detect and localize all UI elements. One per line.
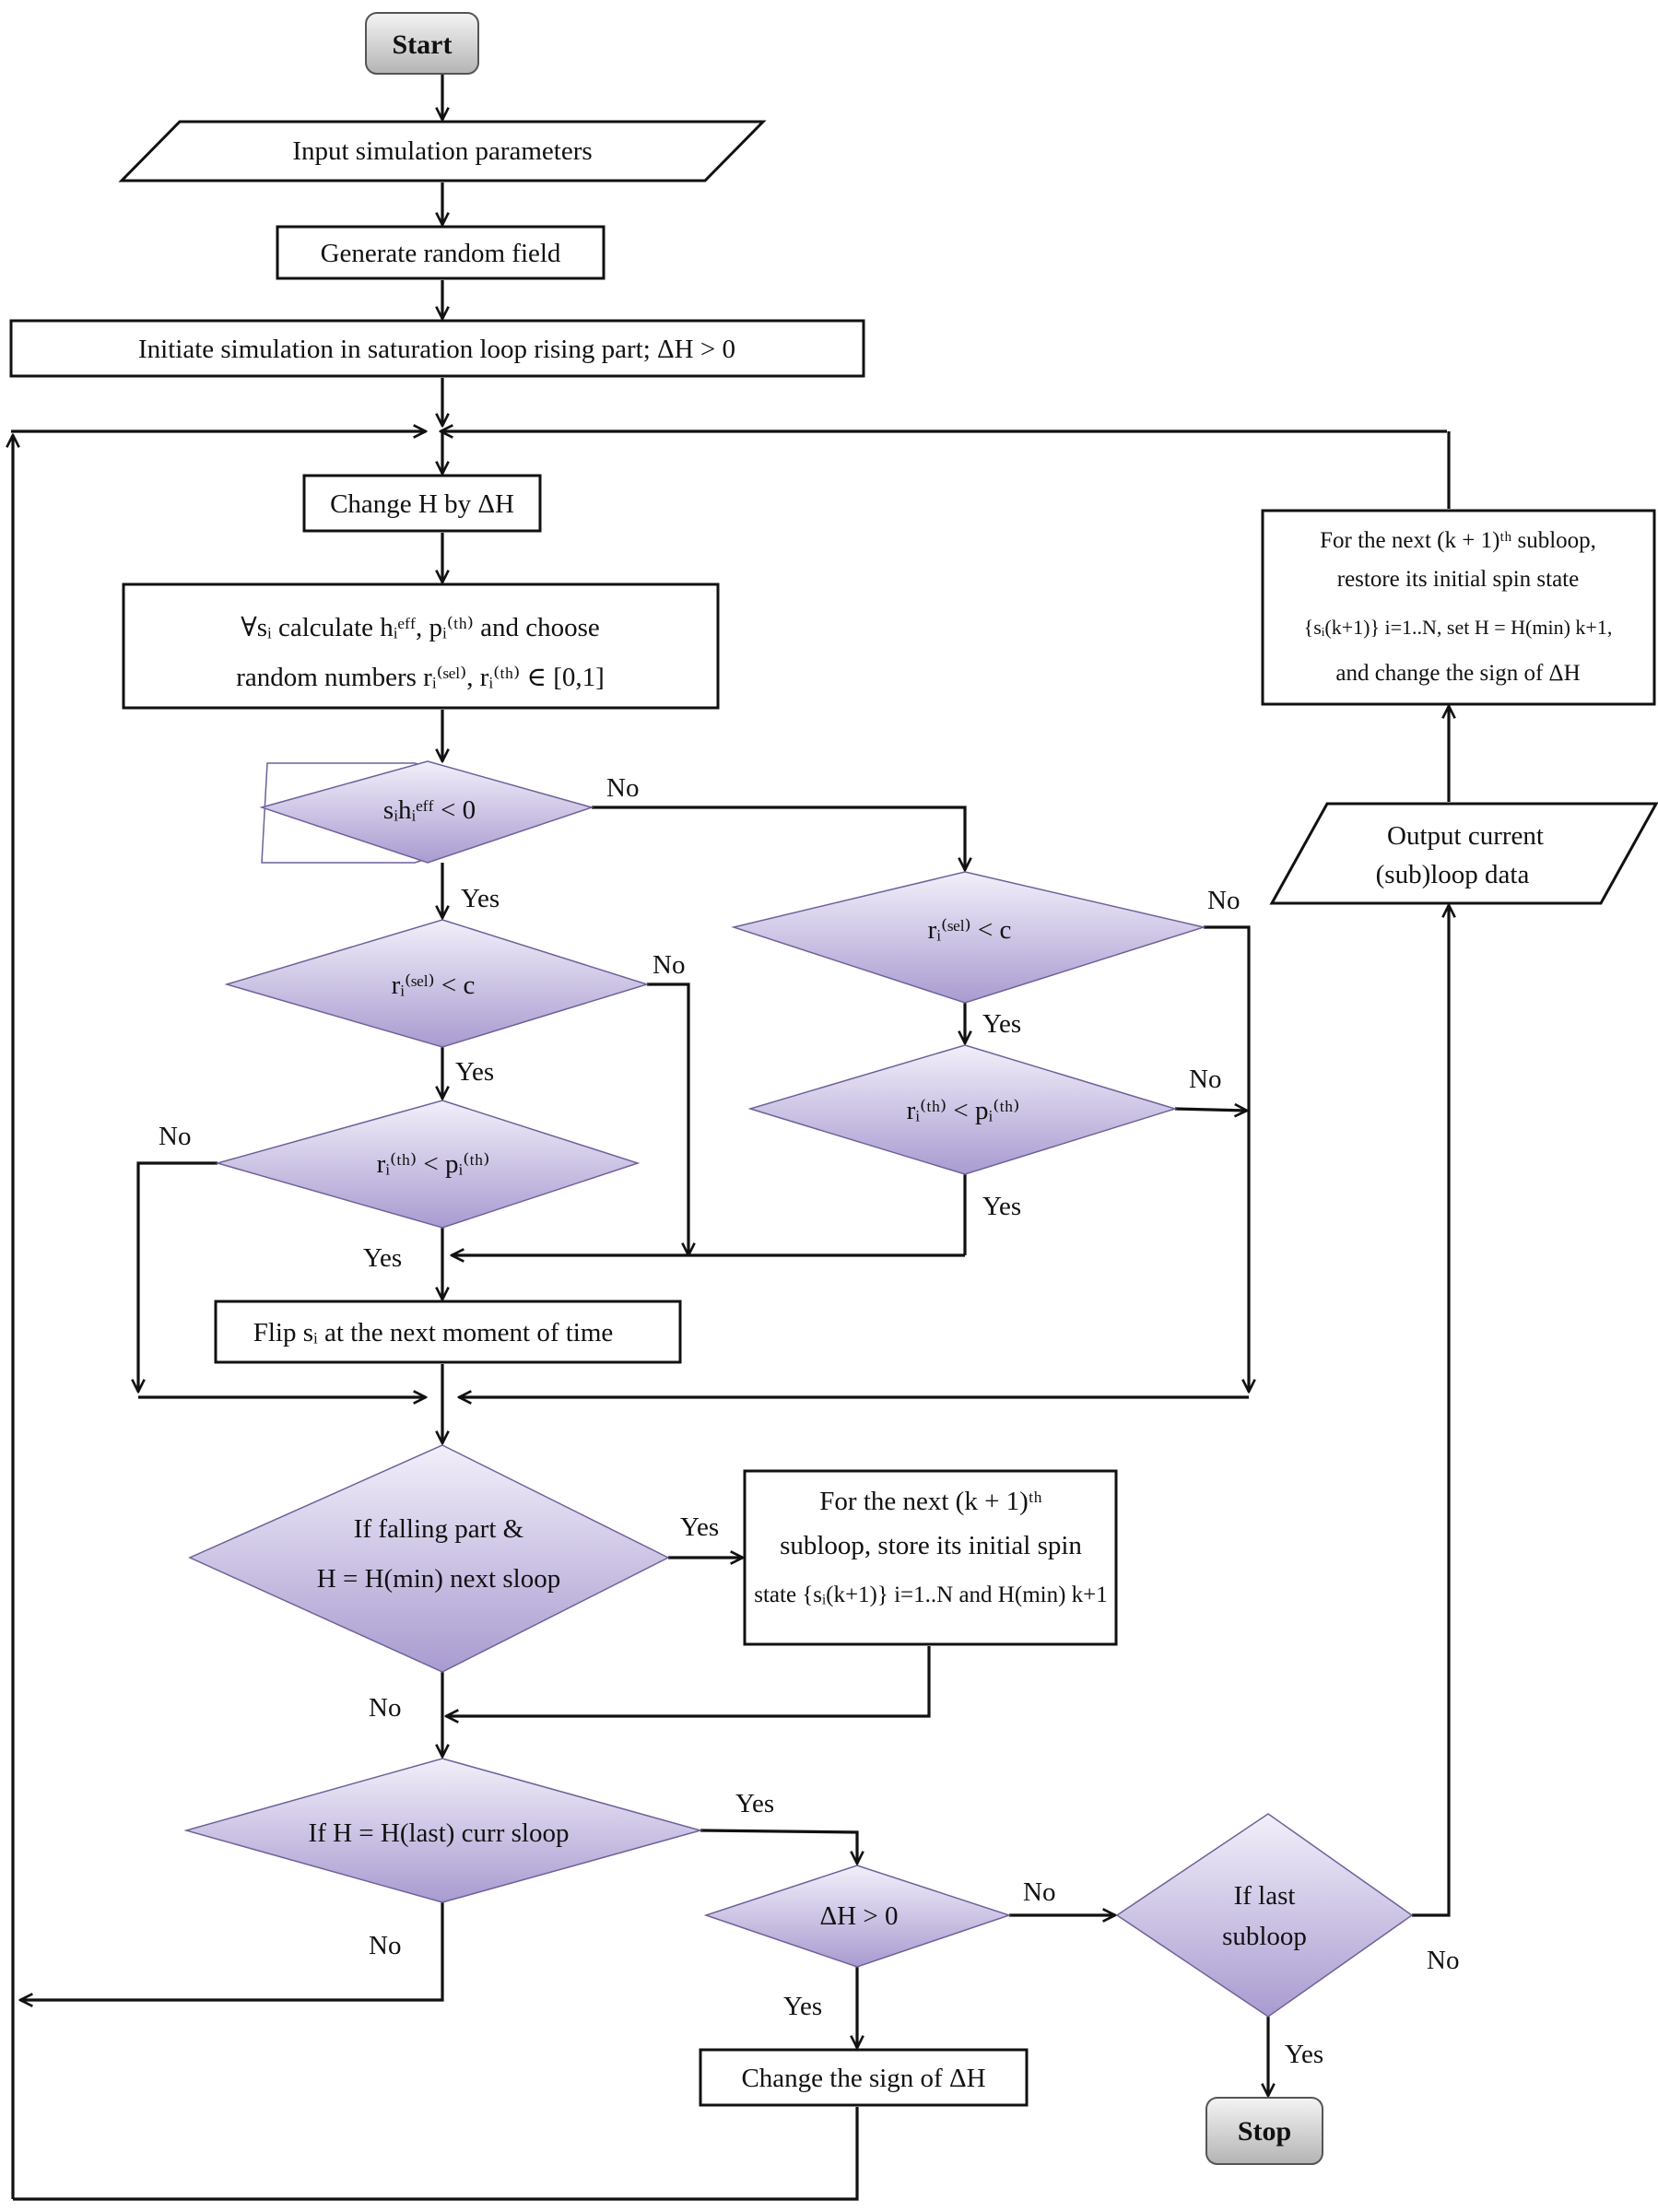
label-d9-yes: Yes bbox=[1285, 2040, 1323, 2069]
output-data-line-2: (sub)loop data bbox=[1376, 860, 1530, 889]
edges bbox=[11, 72, 1449, 2201]
flip-spin-label: Flip sᵢ at the next moment of time bbox=[253, 1318, 614, 1347]
decision-threshold-right-label: rᵢ⁽ᵗʰ⁾ < pᵢ⁽ᵗʰ⁾ bbox=[907, 1096, 1020, 1125]
change-sign-node: Change the sign of ΔH bbox=[699, 2048, 1029, 2107]
label-d6-yes: Yes bbox=[680, 1512, 719, 1542]
label-d3-yes: Yes bbox=[363, 1243, 402, 1273]
restore-state-line-1: For the next (k + 1)ᵗʰ subloop, bbox=[1320, 528, 1596, 553]
label-d1-yes: Yes bbox=[461, 884, 500, 913]
edge-labels: No Yes No Yes No Yes No Yes No Yes Yes N… bbox=[159, 773, 1459, 2069]
edge-d4-no-right bbox=[1204, 925, 1249, 1392]
label-d2-yes: Yes bbox=[455, 1057, 494, 1087]
decision-selection-left: rᵢ⁽ˢᵉˡ⁾ < c bbox=[224, 919, 650, 1048]
label-d6-no: No bbox=[369, 1693, 401, 1723]
decision-local-field-label: sᵢhᵢᵉᶠᶠ < 0 bbox=[383, 795, 476, 825]
label-d3-no: No bbox=[159, 1122, 191, 1151]
label-d4-no: No bbox=[1207, 886, 1240, 915]
edge-d3-no-left bbox=[138, 1161, 218, 1392]
decision-falling-part-line-2: H = H(min) next sloop bbox=[317, 1564, 560, 1594]
restore-state-line-4: and change the sign of ΔH bbox=[1335, 661, 1580, 686]
decision-last-subloop-line-2: subloop bbox=[1222, 1922, 1307, 1951]
input-parameters-label: Input simulation parameters bbox=[292, 136, 592, 166]
decision-selection-right-label: rᵢ⁽ˢᵉˡ⁾ < c bbox=[928, 915, 1012, 945]
label-d1-no: No bbox=[606, 773, 639, 803]
calculate-node: ∀sᵢ calculate hᵢᵉᶠᶠ, pᵢ⁽ᵗʰ⁾ and choose r… bbox=[122, 582, 720, 710]
decision-local-field: sᵢhᵢᵉᶠᶠ < 0 bbox=[259, 760, 594, 864]
decision-falling-part-line-1: If falling part & bbox=[354, 1514, 524, 1544]
label-d5-yes: Yes bbox=[982, 1192, 1021, 1221]
change-h-label: Change H by ΔH bbox=[330, 489, 514, 519]
decision-falling-part: If falling part & H = H(min) next sloop bbox=[188, 1444, 670, 1673]
decision-last-field-label: If H = H(last) curr sloop bbox=[309, 1818, 570, 1848]
output-data-line-1: Output current bbox=[1387, 821, 1544, 851]
decision-last-field: If H = H(last) curr sloop bbox=[183, 1758, 703, 1903]
store-state-node: For the next (k + 1)ᵗʰ subloop, store it… bbox=[743, 1469, 1118, 1646]
edge-d7-no-left bbox=[20, 1902, 444, 2000]
generate-field-node: Generate random field bbox=[276, 225, 606, 280]
initiate-simulation-node: Initiate simulation in saturation loop r… bbox=[9, 319, 865, 378]
decision-threshold-right: rᵢ⁽ᵗʰ⁾ < pᵢ⁽ᵗʰ⁾ bbox=[747, 1044, 1178, 1175]
label-d7-yes: Yes bbox=[735, 1789, 774, 1818]
initiate-simulation-label: Initiate simulation in saturation loop r… bbox=[138, 335, 735, 364]
decision-selection-left-label: rᵢ⁽ˢᵉˡ⁾ < c bbox=[392, 971, 476, 1000]
edge-d5-no-right bbox=[1174, 1109, 1247, 1111]
label-d8-no: No bbox=[1023, 1877, 1055, 1907]
stop-terminal: Stop bbox=[1205, 2097, 1323, 2165]
restore-state-line-3: {sᵢ(k+1)} i=1..N, set H = H(min) k+1, bbox=[1304, 616, 1613, 639]
restore-state-line-2: restore its initial spin state bbox=[1337, 567, 1579, 592]
change-sign-label: Change the sign of ΔH bbox=[741, 2064, 985, 2093]
output-data-node: Output current (sub)loop data bbox=[1269, 802, 1658, 905]
decision-selection-right: rᵢ⁽ˢᵉˡ⁾ < c bbox=[731, 871, 1206, 1004]
decision-last-subloop: If last subloop bbox=[1115, 1813, 1414, 2018]
store-state-line-1: For the next (k + 1)ᵗʰ bbox=[819, 1487, 1041, 1516]
start-terminal: Start bbox=[365, 12, 479, 75]
edge-sign-bottom bbox=[13, 2107, 859, 2201]
start-label: Start bbox=[393, 29, 453, 60]
decision-delta-positive-label: ΔH > 0 bbox=[820, 1901, 899, 1931]
label-d5-no: No bbox=[1189, 1065, 1221, 1094]
label-d9-no: No bbox=[1427, 1946, 1459, 1975]
label-d7-no: No bbox=[369, 1931, 401, 1960]
label-d4-yes: Yes bbox=[982, 1009, 1021, 1039]
flip-spin-node: Flip sᵢ at the next moment of time bbox=[214, 1300, 682, 1364]
decision-delta-positive: ΔH > 0 bbox=[703, 1865, 1012, 1968]
stop-label: Stop bbox=[1238, 2116, 1291, 2147]
edge-d9-no-output bbox=[1412, 905, 1449, 1917]
label-d2-no: No bbox=[653, 950, 685, 980]
calculate-line-2: random numbers rᵢ⁽ˢᵉˡ⁾, rᵢ⁽ᵗʰ⁾ ∈ [0,1] bbox=[236, 663, 605, 692]
label-d8-yes: Yes bbox=[783, 1992, 822, 2021]
edge-d1-no-d4 bbox=[592, 806, 965, 870]
store-state-line-2: subloop, store its initial spin bbox=[780, 1531, 1082, 1560]
decision-threshold-left: rᵢ⁽ᵗʰ⁾ < pᵢ⁽ᵗʰ⁾ bbox=[215, 1100, 641, 1229]
decision-threshold-left-label: rᵢ⁽ᵗʰ⁾ < pᵢ⁽ᵗʰ⁾ bbox=[377, 1149, 490, 1179]
edge-d7-yes-d8 bbox=[700, 1829, 857, 1864]
edge-store-back bbox=[446, 1646, 931, 1716]
change-h-node: Change H by ΔH bbox=[302, 474, 542, 533]
calculate-line-1: ∀sᵢ calculate hᵢᵉᶠᶠ, pᵢ⁽ᵗʰ⁾ and choose bbox=[241, 613, 600, 642]
store-state-line-3: state {sᵢ(k+1)} i=1..N and H(min) k+1 bbox=[754, 1583, 1108, 1607]
decision-last-subloop-line-1: If last bbox=[1234, 1881, 1296, 1911]
input-parameters-node: Input simulation parameters bbox=[118, 120, 767, 182]
edge-d2-no-merge bbox=[647, 982, 688, 1255]
restore-state-node: For the next (k + 1)ᵗʰ subloop, restore … bbox=[1261, 509, 1656, 706]
generate-field-label: Generate random field bbox=[321, 239, 561, 268]
